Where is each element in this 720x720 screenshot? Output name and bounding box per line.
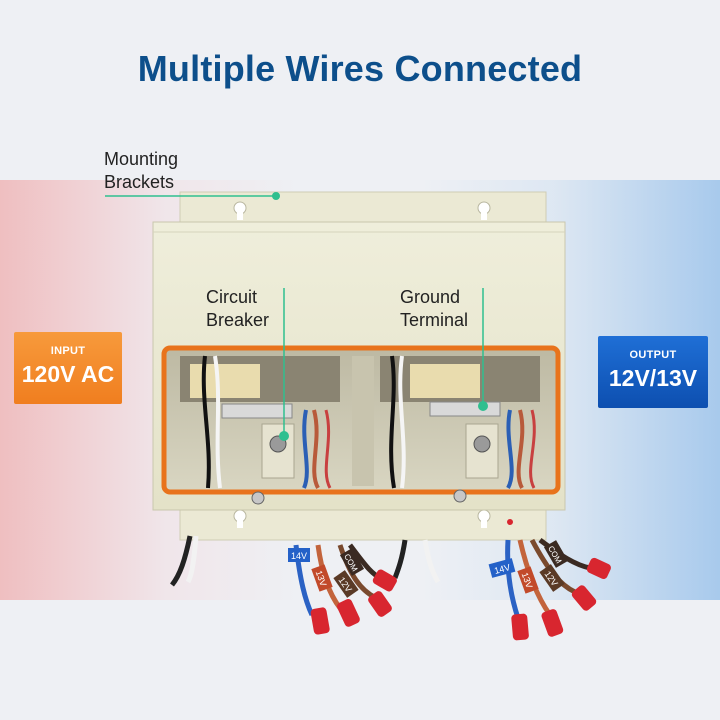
output-badge-value: 12V/13V	[608, 365, 698, 391]
callout-line-breaker	[279, 288, 289, 441]
wire-tag-12v-right: 12V	[539, 564, 565, 592]
callout-line-ground	[478, 288, 488, 411]
ground-label-line1: Ground	[400, 287, 461, 307]
mounting-label-line1: Mounting	[104, 149, 179, 169]
mounting-brackets-label: Mounting Brackets	[104, 148, 178, 194]
wire-tag-13v-right: 13V	[517, 566, 539, 594]
input-badge: INPUT 120V AC	[14, 332, 122, 404]
ground-terminal-label: Ground Terminal	[400, 286, 468, 332]
screw-icon	[251, 491, 265, 505]
output-badge: OUTPUT 12V/13V	[598, 336, 708, 408]
input-badge-value: 120V AC	[21, 361, 115, 387]
internal-compartment	[161, 345, 561, 495]
svg-text:14V: 14V	[291, 551, 307, 561]
wire-tag-14v-left: 14V	[288, 548, 310, 562]
callout-line-mounting	[105, 192, 280, 200]
output-badge-label: OUTPUT	[629, 349, 677, 361]
breaker-label-line1: Circuit	[206, 287, 258, 307]
circuit-breaker-label: Circuit Breaker	[206, 286, 269, 332]
mounting-label-line2: Brackets	[104, 172, 175, 192]
screw-icon	[453, 489, 467, 503]
breaker-label-line2: Breaker	[206, 310, 270, 330]
page-title: Multiple Wires Connected	[137, 48, 583, 89]
wire-tag-13v-left: 13V	[311, 564, 333, 592]
ground-label-line2: Terminal	[400, 310, 469, 330]
svg-text:14V: 14V	[493, 562, 511, 576]
input-badge-label: INPUT	[50, 345, 86, 357]
wire-tag-14v-right: 14V	[488, 558, 516, 578]
